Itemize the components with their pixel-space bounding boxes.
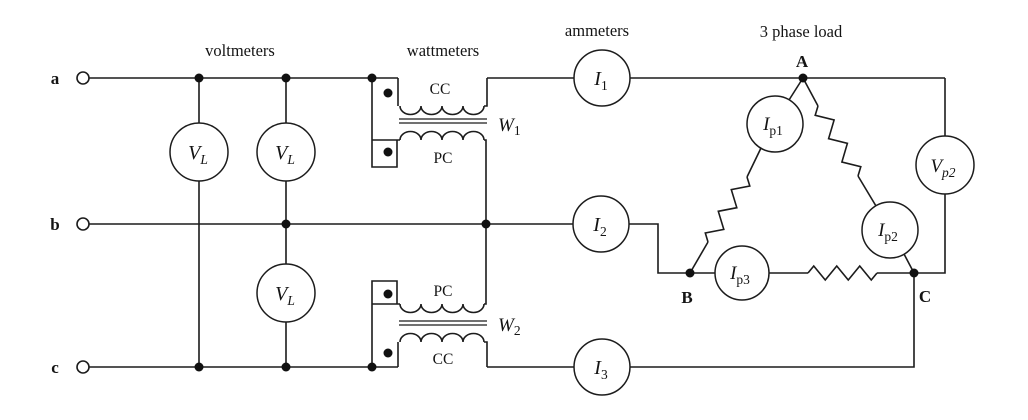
- ammeter-i3-label: I3: [593, 357, 608, 382]
- w1-pc-to-line-b-wire: [484, 139, 487, 224]
- w1-cc-polarity-dot: [383, 88, 393, 98]
- w1-pc-polarity-dot: [383, 147, 393, 157]
- w2-potential-coil: [399, 303, 485, 314]
- w2-pc-polarity-dot: [383, 289, 393, 299]
- ammeters-label: ammeters: [565, 21, 629, 40]
- node-c-label: C: [919, 287, 931, 306]
- branch-ac-wire-top: [802, 77, 819, 107]
- w1-core: [399, 118, 487, 124]
- w1-pc-label: PC: [434, 150, 453, 167]
- branch-ac-wire-mid: [857, 175, 877, 207]
- w1-cc-label: CC: [430, 81, 451, 98]
- w2-pc-label: PC: [434, 283, 453, 300]
- w2-pc-terminal-box: [371, 280, 400, 367]
- junction-dot: [367, 73, 377, 83]
- phase-b-label: b: [50, 215, 59, 234]
- ammeter-i1-circle: [573, 49, 631, 107]
- labels: voltmeters wattmeters ammeters 3 phase l…: [50, 21, 956, 382]
- voltmeter-vl1-circle: [169, 122, 229, 182]
- branch-ab-wire-bottom: [689, 241, 709, 274]
- w2-cc-label: CC: [433, 351, 454, 368]
- terminal-b: [76, 217, 90, 231]
- node-c-dot: [909, 268, 919, 278]
- ammeter-ip1-circle: [746, 95, 804, 153]
- vp2-branch-bottom-wire: [914, 194, 946, 274]
- phase-b-wire-to-B: [629, 223, 690, 274]
- meter-circles: [169, 49, 975, 396]
- junction-dot: [194, 362, 204, 372]
- ammeter-ip1-label: Ip1: [762, 114, 783, 138]
- node-b-dot: [685, 268, 695, 278]
- junction-dot: [281, 219, 291, 229]
- voltmeter-vl2-circle: [256, 122, 316, 182]
- phase-a-label: a: [51, 69, 60, 88]
- w2-core: [399, 320, 487, 326]
- resistor-ab: [704, 176, 751, 243]
- w2-pc-to-line-b-wire: [484, 224, 487, 305]
- terminal-a: [76, 71, 90, 85]
- w2-cc-exit-wire: [484, 341, 488, 367]
- junction-dot: [367, 362, 377, 372]
- w2-cc-polarity-dot: [383, 348, 393, 358]
- junction-dot: [481, 219, 491, 229]
- node-a-dot: [798, 73, 808, 83]
- resistor-bc: [807, 264, 878, 282]
- terminal-c: [76, 360, 90, 374]
- input-terminals: [76, 71, 90, 374]
- phase-c-label: c: [51, 358, 59, 377]
- junction-dots: [194, 73, 919, 372]
- voltmeter-vl3-label: VL: [275, 283, 295, 308]
- node-a-label: A: [796, 52, 809, 71]
- junction-dot: [281, 362, 291, 372]
- w1-cc-exit-wire: [484, 78, 488, 107]
- voltmeter-vp2-label: Vp2: [930, 156, 955, 180]
- w1-name-label: W1: [498, 115, 521, 138]
- w1-potential-coil: [399, 130, 485, 141]
- voltmeter-vp2-circle: [915, 135, 975, 195]
- junction-dot: [281, 73, 291, 83]
- voltmeter-vl3-circle: [256, 263, 316, 323]
- w1-current-coil: [399, 105, 485, 116]
- ammeter-i1-label: I1: [593, 68, 607, 93]
- voltmeters-label: voltmeters: [205, 41, 275, 60]
- ammeter-ip3-label: Ip3: [729, 263, 750, 287]
- junction-dot: [194, 73, 204, 83]
- w2-name-label: W2: [498, 315, 521, 338]
- ammeter-i2-circle: [572, 195, 630, 253]
- wattmeters-label: wattmeters: [407, 41, 479, 60]
- branch-ab-wire-mid: [746, 147, 762, 178]
- ammeter-ip2-circle: [861, 201, 919, 259]
- voltmeter-vl1-label: VL: [188, 142, 208, 167]
- ammeter-i2-label: I2: [592, 214, 606, 239]
- phase-c-wire-to-C: [630, 273, 915, 368]
- w2-current-coil: [399, 332, 485, 343]
- ammeter-ip3-circle: [714, 245, 770, 301]
- load-label: 3 phase load: [760, 22, 843, 41]
- ammeter-ip2-label: Ip2: [877, 220, 898, 244]
- ammeter-i3-circle: [573, 338, 631, 396]
- voltmeter-vl2-label: VL: [275, 142, 295, 167]
- w1-pc-terminal-box: [371, 78, 400, 168]
- resistor-ac: [814, 105, 862, 177]
- node-b-label: B: [681, 288, 692, 307]
